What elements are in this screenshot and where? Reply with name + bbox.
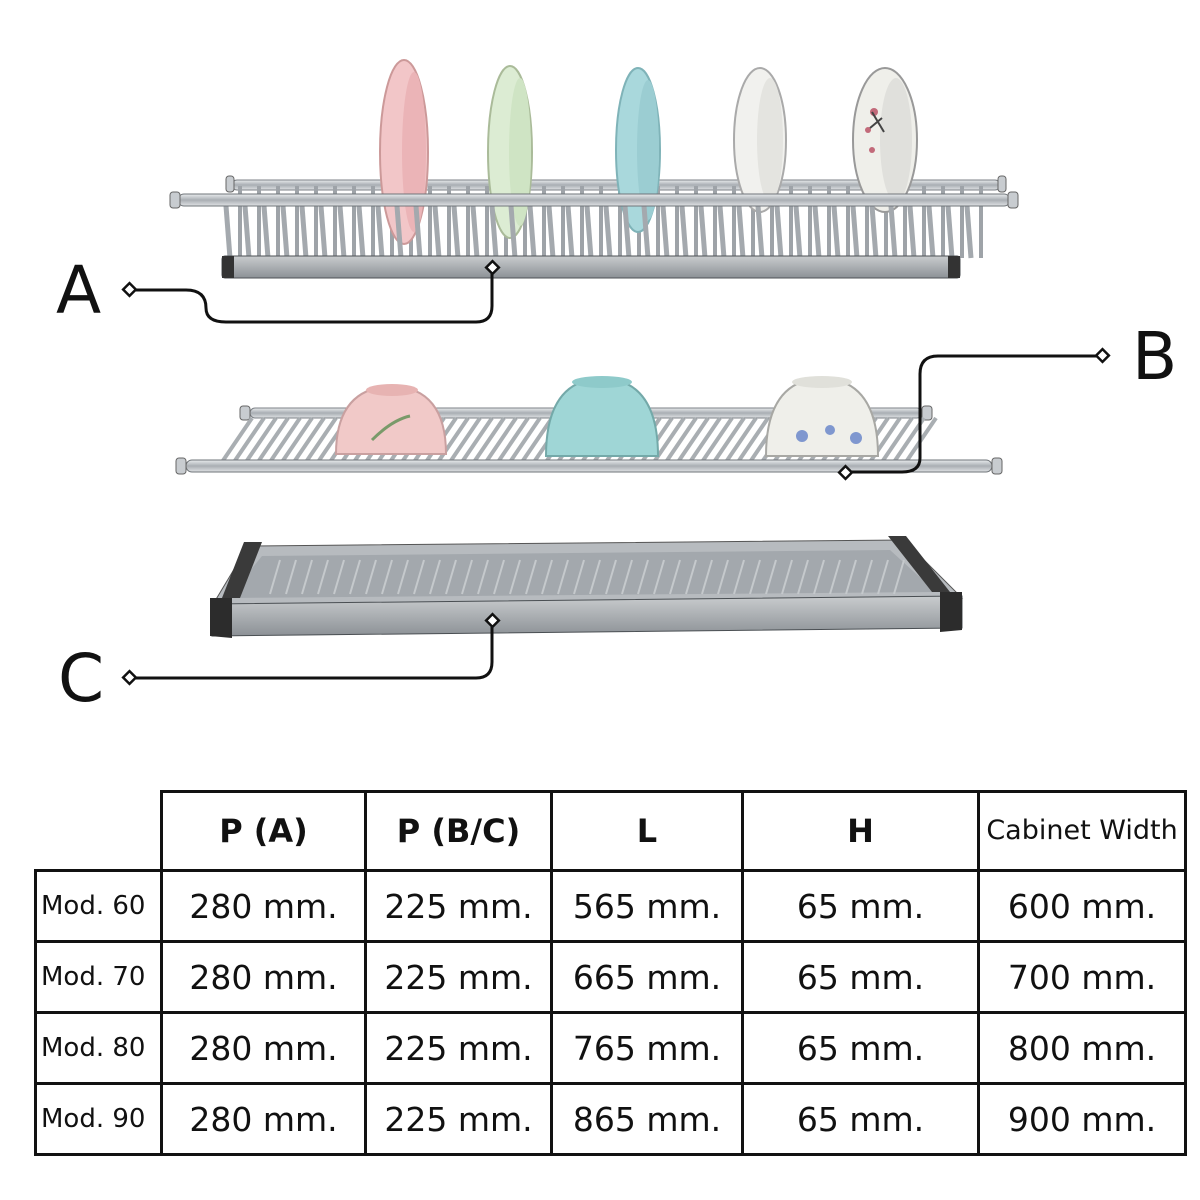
callout-label-c: C xyxy=(58,640,105,717)
callout-lines xyxy=(130,268,1102,680)
table-header-row: P (A) P (B/C) L H Cabinet Width xyxy=(35,790,1187,872)
table-row: Mod. 60 280 mm. 225 mm. 565 mm. 65 mm. 6… xyxy=(34,869,1187,943)
model-cell: Mod. 80 xyxy=(34,1011,163,1085)
table-row: Mod. 70 280 mm. 225 mm. 665 mm. 65 mm. 7… xyxy=(34,940,1187,1014)
table-row: Mod. 80 280 mm. 225 mm. 765 mm. 65 mm. 8… xyxy=(34,1011,1187,1085)
dimensions-table: P (A) P (B/C) L H Cabinet Width Mod. 60 … xyxy=(34,790,1187,1156)
plate-floral xyxy=(852,67,918,213)
table-cell: 225 mm. xyxy=(364,940,553,1014)
callout-label-b: B xyxy=(1132,318,1178,395)
header-cell: P (A) xyxy=(160,790,367,872)
callout-label-a: A xyxy=(56,252,102,329)
model-cell: Mod. 60 xyxy=(34,869,163,943)
table-cell: 65 mm. xyxy=(741,869,980,943)
model-cell: Mod. 90 xyxy=(34,1082,163,1156)
callout-line-c xyxy=(130,620,494,680)
callout-line-b xyxy=(846,354,1102,474)
dish-rack-illustration xyxy=(121,59,1111,686)
bowl-pink xyxy=(334,384,448,455)
table-cell: 225 mm. xyxy=(364,869,553,943)
header-cell: L xyxy=(550,790,744,872)
table-row: Mod. 90 280 mm. 225 mm. 865 mm. 65 mm. 9… xyxy=(34,1082,1187,1156)
callout-line-a xyxy=(130,268,494,324)
header-cell: P (B/C) xyxy=(364,790,553,872)
bowl-white xyxy=(764,376,880,457)
table-cell: 900 mm. xyxy=(977,1082,1187,1156)
plate-rack-a xyxy=(169,59,1019,279)
table-cell: 665 mm. xyxy=(550,940,744,1014)
table-cell: 280 mm. xyxy=(160,1011,367,1085)
plate-blue xyxy=(615,67,661,233)
table-cell: 600 mm. xyxy=(977,869,1187,943)
model-cell: Mod. 70 xyxy=(34,940,163,1014)
table-cell: 280 mm. xyxy=(160,1082,367,1156)
header-cell: H xyxy=(741,790,980,872)
table-cell: 700 mm. xyxy=(977,940,1187,1014)
table-cell: 225 mm. xyxy=(364,1011,553,1085)
plate-white xyxy=(733,67,787,213)
table-cell: 565 mm. xyxy=(550,869,744,943)
table-cell: 865 mm. xyxy=(550,1082,744,1156)
plate-pink xyxy=(379,59,429,245)
table-cell: 65 mm. xyxy=(741,1082,980,1156)
header-corner xyxy=(35,791,163,872)
table-cell: 280 mm. xyxy=(160,940,367,1014)
table-cell: 280 mm. xyxy=(160,869,367,943)
table-cell: 800 mm. xyxy=(977,1011,1187,1085)
bowl-blue xyxy=(544,376,660,457)
table-cell: 765 mm. xyxy=(550,1011,744,1085)
table-cell: 65 mm. xyxy=(741,940,980,1014)
table-cell: 65 mm. xyxy=(741,1011,980,1085)
drip-tray-c xyxy=(210,536,964,638)
bowl-rack-b xyxy=(175,376,1003,475)
header-cell: Cabinet Width xyxy=(977,790,1187,872)
table-cell: 225 mm. xyxy=(364,1082,553,1156)
